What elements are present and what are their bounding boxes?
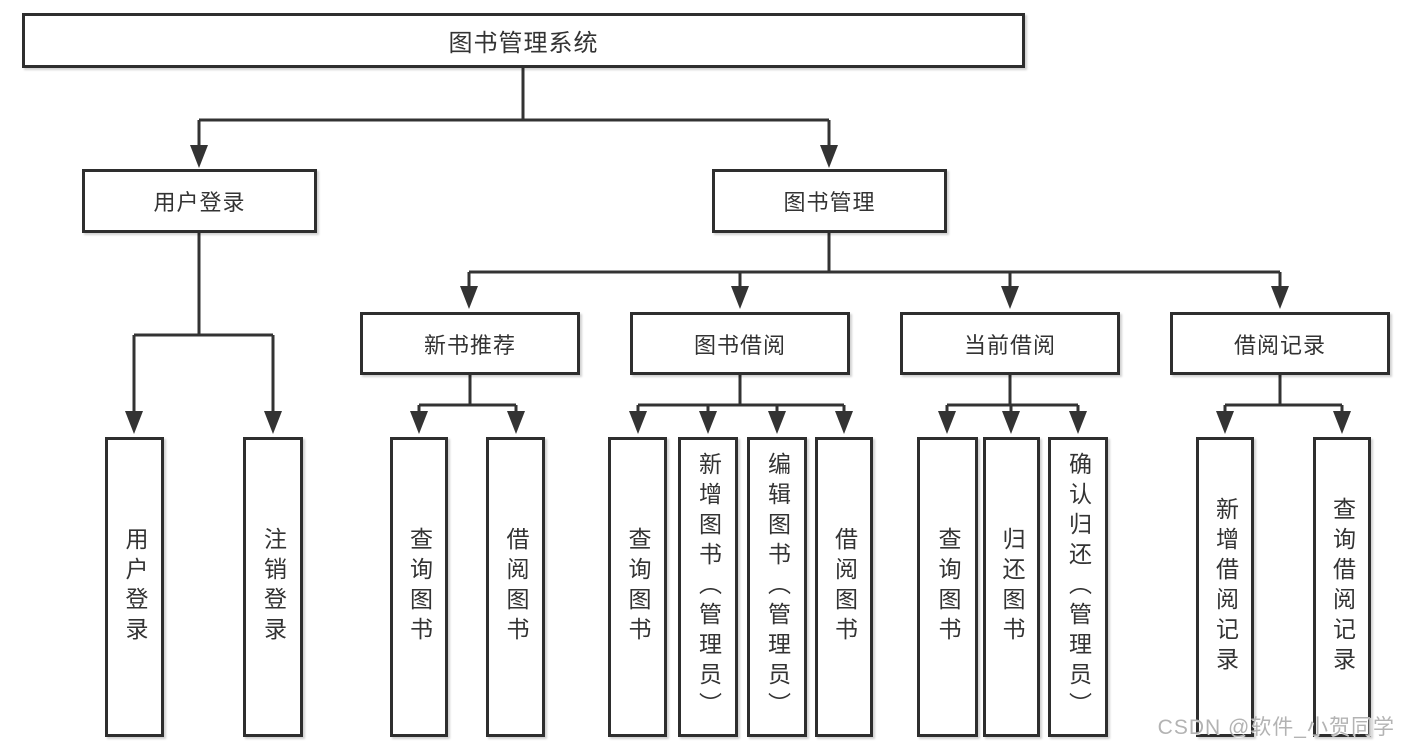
node-user-login: 用户登录 xyxy=(82,169,317,233)
leaf-label: 查询图书 xyxy=(935,527,961,647)
leaf-edit-books-admin: 编辑图书（管理员） xyxy=(747,437,807,737)
csdn-watermark: CSDN @软件_小贺同学 xyxy=(1157,716,1395,739)
leaf-label: 新增图书（管理员） xyxy=(695,452,722,722)
leaf-return-books: 归还图书 xyxy=(983,437,1040,737)
node-book-borrowing: 图书借阅 xyxy=(630,312,850,375)
leaf-label: 借阅图书 xyxy=(503,527,529,647)
leaf-label: 用户登录 xyxy=(122,527,148,647)
leaf-logout: 注销登录 xyxy=(243,437,303,737)
leaf-label: 注销登录 xyxy=(260,527,287,647)
leaf-add-books-admin: 新增图书（管理员） xyxy=(678,437,738,737)
leaf-user-login: 用户登录 xyxy=(105,437,164,737)
leaf-query-books-current: 查询图书 xyxy=(917,437,978,737)
leaf-query-borrow-record: 查询借阅记录 xyxy=(1313,437,1371,737)
leaf-borrow-books-recommend: 借阅图书 xyxy=(486,437,545,737)
node-book-management: 图书管理 xyxy=(712,169,947,233)
leaf-label: 借阅图书 xyxy=(831,527,858,647)
leaf-label: 编辑图书（管理员） xyxy=(764,452,791,722)
leaf-label: 查询图书 xyxy=(625,527,651,647)
arrowheads xyxy=(125,145,1351,434)
node-system-root: 图书管理系统 xyxy=(22,13,1025,68)
leaf-label: 新增借阅记录 xyxy=(1212,497,1239,677)
node-current-borrowing: 当前借阅 xyxy=(900,312,1120,375)
leaf-label: 确认归还（管理员） xyxy=(1065,452,1092,722)
leaf-borrow-books: 借阅图书 xyxy=(815,437,873,737)
leaf-label: 查询图书 xyxy=(406,527,433,647)
leaf-label: 查询借阅记录 xyxy=(1329,497,1356,677)
leaf-query-books-borrow: 查询图书 xyxy=(608,437,667,737)
leaf-add-borrow-record: 新增借阅记录 xyxy=(1196,437,1254,737)
node-borrowing-records: 借阅记录 xyxy=(1170,312,1390,375)
leaf-label: 归还图书 xyxy=(999,527,1025,647)
leaf-confirm-return-admin: 确认归还（管理员） xyxy=(1048,437,1108,737)
node-new-book-recommendation: 新书推荐 xyxy=(360,312,580,375)
leaf-query-books-recommend: 查询图书 xyxy=(390,437,448,737)
